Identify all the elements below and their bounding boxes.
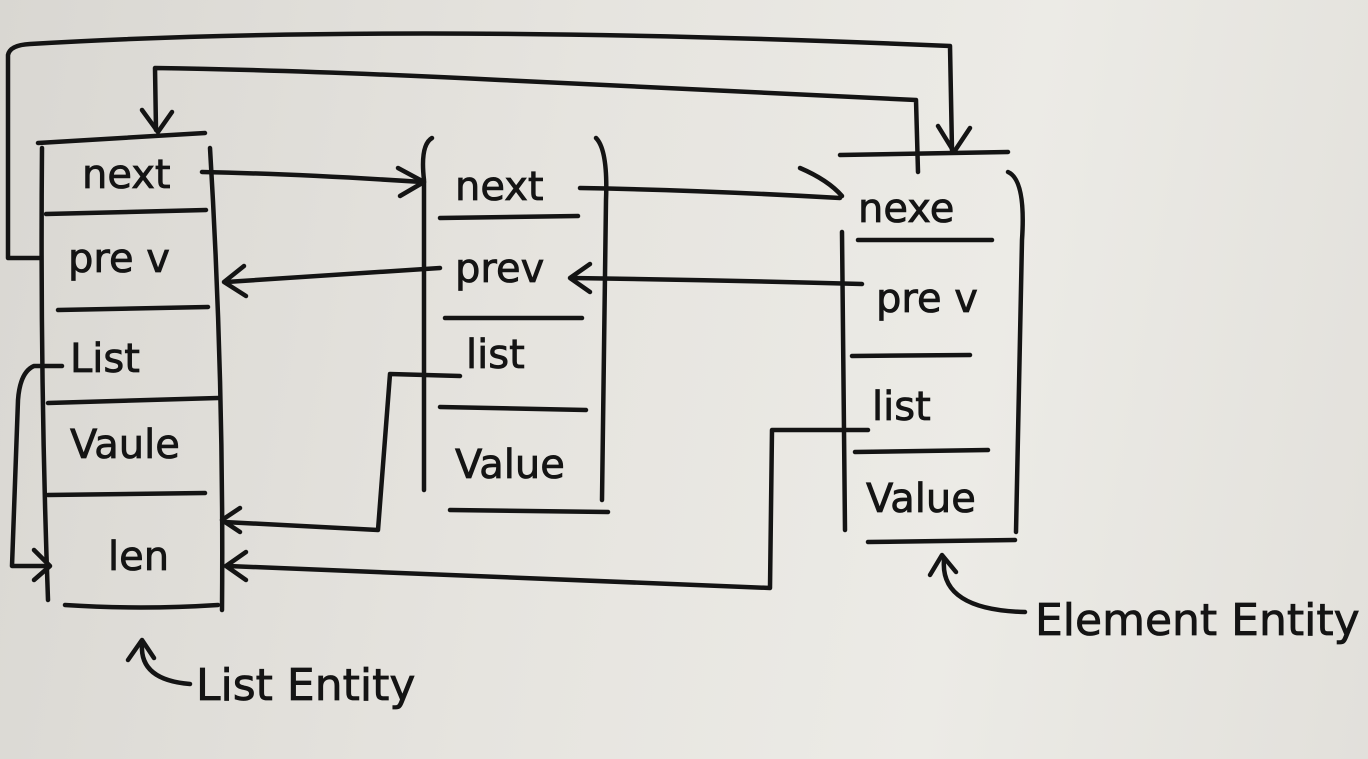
element-2-prev-label: pre v: [876, 276, 978, 322]
list-entity-list-label: List: [70, 336, 140, 382]
arrow-loop-top-outer: [5, 31, 973, 261]
arrow-element1-next-to-element2: [577, 165, 845, 201]
element-1-bottom-border: [447, 507, 611, 515]
element-2-divider-2: [849, 352, 973, 359]
element-1-right-border: [593, 135, 609, 503]
element-1-left-border: [420, 135, 435, 493]
list-entity-divider-2: [55, 304, 211, 313]
list-entity-caption: List Entity: [125, 637, 416, 711]
element-2-top-border: [837, 149, 1011, 158]
list-entity-len-label: len: [108, 534, 169, 580]
list-entity-bottom-border: [62, 602, 221, 610]
arrow-element2-prev-to-element1: [567, 261, 865, 295]
list-entity-top-border: [35, 130, 208, 146]
element-2-right-border: [1005, 169, 1025, 535]
list-entity-value-label: Vaule: [70, 422, 180, 468]
element-1-divider-1: [437, 213, 581, 221]
element-entity-caption-text: Element Entity: [1035, 595, 1360, 646]
list-entity-divider-4: [45, 490, 208, 498]
arrow-element2-list-to-len: [223, 427, 871, 591]
arrow-element1-list-to-len: [219, 371, 463, 535]
list-entity-left-border: [39, 145, 51, 603]
element-1-divider-3: [437, 404, 589, 413]
list-entity-next-label: next: [82, 152, 171, 198]
list-entity-divider-3: [45, 395, 221, 406]
element-1-value-label: Value: [455, 442, 565, 488]
arrow-element1-prev-to-list: [221, 263, 443, 299]
element-2-value-label: Value: [866, 476, 976, 522]
element-entity-2-box: nexe pre v list Value: [837, 149, 1025, 545]
element-2-list-label: list: [872, 384, 931, 430]
element-2-bottom-border: [865, 537, 1018, 545]
element-2-left-border: [839, 229, 848, 533]
list-entity-box: next pre v List Vaule len: [35, 130, 225, 613]
list-entity-prev-label: pre v: [68, 236, 170, 282]
list-entity-right-border: [207, 145, 225, 613]
element-1-list-label: list: [466, 332, 525, 378]
arrow-loop-top-inner: [139, 65, 921, 175]
list-entity-divider-1: [43, 207, 209, 217]
list-entity-caption-text: List Entity: [196, 660, 415, 711]
element-entity-1-box: next prev list Value: [420, 135, 611, 515]
arrow-list-list-to-len: [9, 363, 65, 583]
element-2-next-label: nexe: [858, 186, 954, 232]
element-entity-caption: Element Entity: [927, 552, 1360, 646]
element-1-next-label: next: [455, 164, 544, 210]
arrow-list-next-to-element1: [199, 165, 427, 199]
element-2-divider-3: [852, 447, 991, 455]
element-1-prev-label: prev: [455, 246, 544, 292]
